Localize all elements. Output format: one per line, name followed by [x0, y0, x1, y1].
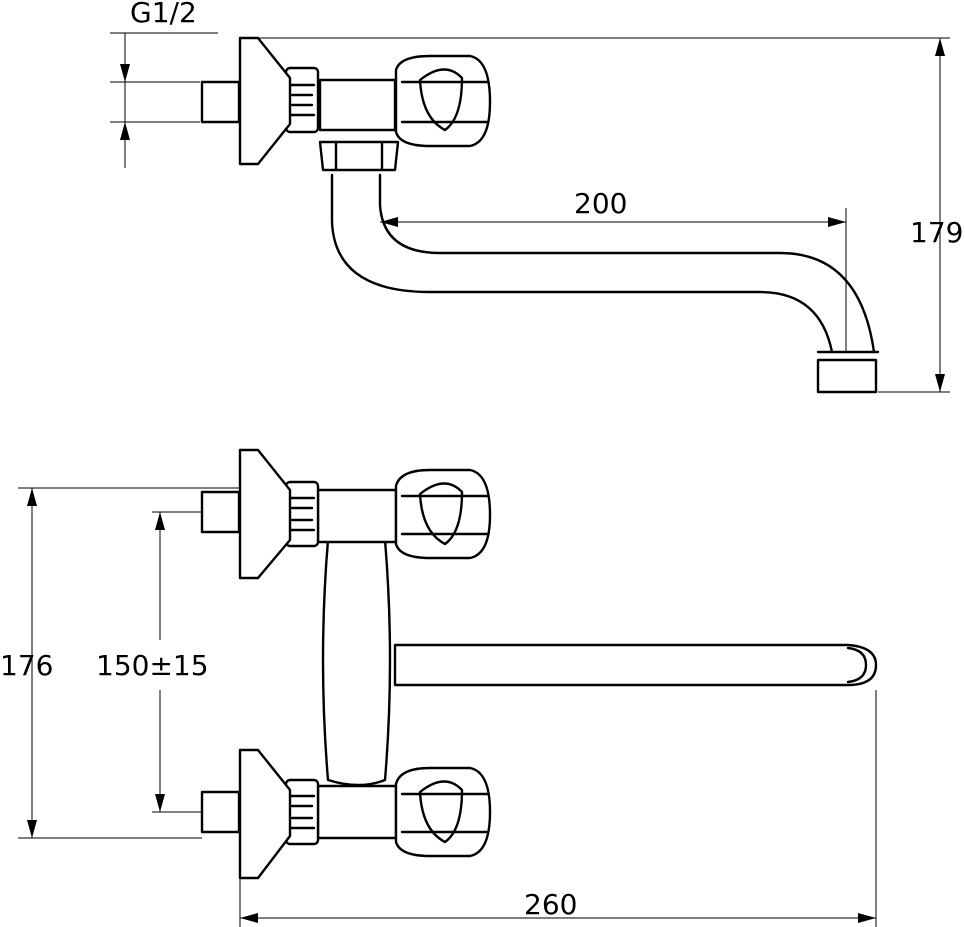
overall-width-label: 260	[524, 888, 577, 921]
side-spout-nut	[318, 140, 400, 172]
side-connector-pipe	[200, 80, 241, 124]
side-body	[318, 78, 397, 132]
side-escutcheon	[238, 36, 292, 166]
side-spout-outer	[330, 173, 834, 354]
thread-size-label: G1/2	[130, 0, 197, 29]
spout-reach-label: 200	[574, 187, 627, 220]
total-height-label: 179	[910, 216, 963, 249]
side-hex-nut	[284, 66, 320, 134]
front-vertical-body	[321, 533, 392, 787]
dimension-lines	[18, 32, 950, 927]
side-view	[200, 36, 880, 394]
front-upper-valve	[200, 448, 492, 580]
front-view	[200, 448, 878, 880]
front-lower-valve	[200, 748, 492, 880]
side-aerator	[816, 358, 878, 394]
front-spout	[393, 643, 878, 687]
overall-height-label: 176	[0, 649, 53, 682]
side-spout-inner	[378, 173, 876, 354]
centers-label: 150±15	[96, 649, 209, 682]
side-handle	[394, 54, 492, 148]
